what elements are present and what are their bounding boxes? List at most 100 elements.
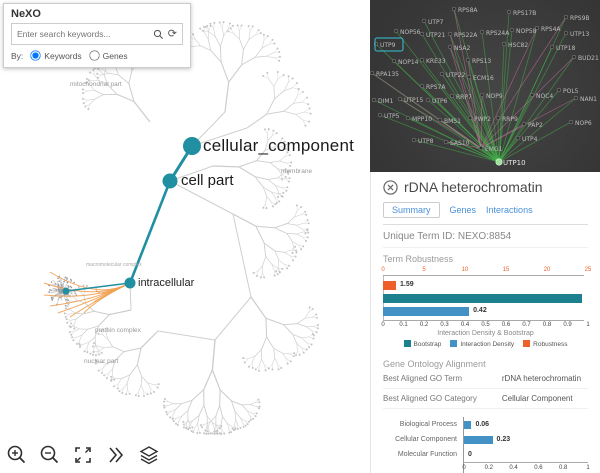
gene-node[interactable] — [515, 135, 521, 141]
gene-label[interactable]: UTP9 — [380, 42, 396, 49]
gene-label[interactable]: UTP13 — [570, 31, 589, 38]
gene-node[interactable] — [563, 30, 569, 36]
gene-label[interactable]: RPA135 — [376, 71, 399, 78]
gene-label[interactable]: RPS9B — [570, 15, 590, 22]
gene-label[interactable]: UTP5 — [384, 113, 400, 120]
genes-radio-option[interactable]: Genes — [88, 49, 128, 62]
gene-node[interactable] — [419, 57, 425, 63]
gene-label[interactable]: RPS17B — [513, 10, 536, 17]
gene-node[interactable] — [465, 57, 471, 63]
gene-label[interactable]: RPS13 — [472, 58, 491, 65]
gene-node[interactable] — [443, 139, 449, 145]
tree-node[interactable] — [162, 173, 178, 189]
tab-interactions[interactable]: Interactions — [486, 205, 533, 215]
keywords-radio[interactable] — [30, 50, 41, 61]
gene-label[interactable]: UTP10 — [503, 159, 526, 167]
gene-label[interactable]: NOP6 — [575, 120, 592, 127]
tree-label-cell-part[interactable]: cell part — [181, 172, 234, 189]
reset-search-button[interactable]: ⟳ — [166, 28, 179, 40]
close-detail-button[interactable] — [383, 179, 398, 195]
gene-node[interactable] — [479, 29, 485, 35]
tree-node[interactable] — [62, 287, 70, 295]
gene-node[interactable] — [573, 95, 579, 101]
tree-node[interactable] — [124, 277, 136, 289]
gene-node[interactable] — [556, 87, 562, 93]
gene-node[interactable] — [467, 115, 473, 121]
gene-node[interactable] — [393, 28, 399, 34]
gene-node[interactable] — [391, 58, 397, 64]
gene-node[interactable] — [506, 9, 512, 15]
gene-node[interactable] — [563, 14, 569, 20]
gene-node[interactable] — [439, 71, 445, 77]
gene-node[interactable] — [421, 18, 427, 24]
gene-label[interactable]: UTP15 — [404, 97, 423, 104]
gene-node[interactable] — [495, 158, 503, 166]
gene-label[interactable]: RPS8A — [458, 7, 478, 14]
gene-node[interactable] — [534, 25, 540, 31]
gene-label[interactable]: EMG1 — [485, 146, 503, 153]
gene-label[interactable]: SAS10 — [450, 140, 470, 147]
gene-label[interactable]: UTP8 — [418, 138, 434, 145]
tree-label-intracellular[interactable]: intracellular — [138, 277, 195, 289]
zoom-in-button[interactable] — [4, 442, 30, 468]
gene-label[interactable]: KRE33 — [426, 58, 446, 65]
gene-node[interactable] — [425, 97, 431, 103]
gene-label[interactable]: POL5 — [563, 88, 579, 95]
gene-label[interactable]: RPS7A — [426, 84, 446, 91]
collapse-button[interactable] — [103, 442, 129, 468]
search-input[interactable] — [15, 28, 151, 40]
gene-node[interactable] — [479, 92, 485, 98]
gene-node[interactable] — [370, 70, 375, 76]
gene-label[interactable]: RPS4A — [541, 26, 561, 33]
gene-node[interactable] — [449, 93, 455, 99]
gene-node[interactable] — [571, 54, 577, 60]
gene-label[interactable]: UTP18 — [556, 45, 575, 52]
gene-label[interactable]: BUD21 — [578, 55, 599, 62]
gene-node[interactable] — [495, 115, 501, 121]
gene-label[interactable]: HSC82 — [508, 42, 528, 49]
gene-node[interactable] — [447, 31, 453, 37]
gene-label[interactable]: NAN1 — [580, 96, 597, 103]
gene-node[interactable] — [529, 92, 535, 98]
gene-node[interactable] — [371, 97, 377, 103]
fit-to-screen-button[interactable] — [70, 442, 96, 468]
gene-label[interactable]: NOC4 — [536, 93, 553, 100]
tree-node[interactable] — [183, 137, 201, 155]
tree-label-protein-complex[interactable]: protein complex — [95, 327, 141, 334]
gene-label[interactable]: UTP6 — [432, 98, 448, 105]
gene-label[interactable]: UTP7 — [428, 19, 444, 26]
gene-node[interactable] — [509, 27, 515, 33]
gene-node[interactable] — [419, 83, 425, 89]
tree-label-mitochondrial-part[interactable]: mitochondrial part — [70, 81, 122, 88]
gene-label[interactable]: NOP56 — [400, 29, 421, 36]
tree-label-cellular-component[interactable]: cellular_component — [203, 136, 355, 155]
gene-label[interactable]: UTP22 — [446, 72, 465, 79]
tab-genes[interactable]: Genes — [449, 205, 477, 215]
gene-node[interactable] — [521, 121, 527, 127]
gene-label[interactable]: RPS24A — [486, 30, 510, 37]
gene-node[interactable] — [447, 44, 453, 50]
gene-node[interactable] — [501, 41, 507, 47]
gene-node[interactable] — [397, 96, 403, 102]
gene-node[interactable] — [419, 31, 425, 37]
gene-label[interactable]: PWP2 — [474, 116, 491, 123]
gene-node[interactable] — [437, 117, 443, 123]
gene-node[interactable] — [451, 6, 457, 12]
gene-node[interactable] — [478, 145, 484, 151]
gene-label[interactable]: RPS22A — [454, 32, 478, 39]
gene-label[interactable]: MPP10 — [412, 116, 432, 123]
gene-label[interactable]: RRP9 — [502, 116, 518, 123]
tab-summary[interactable]: Summary — [383, 202, 440, 218]
gene-label[interactable]: PAP2 — [528, 122, 543, 129]
gene-label[interactable]: DIM1 — [378, 98, 394, 105]
gene-label[interactable]: UTP4 — [522, 136, 538, 143]
zoom-out-button[interactable] — [37, 442, 63, 468]
search-button[interactable] — [151, 29, 166, 40]
gene-node[interactable] — [466, 74, 472, 80]
gene-label[interactable]: NSA2 — [454, 45, 471, 52]
gene-label[interactable]: RRP7 — [456, 94, 472, 101]
gene-node[interactable] — [411, 137, 417, 143]
keywords-radio-option[interactable]: Keywords — [29, 49, 82, 62]
gene-label[interactable]: UTP21 — [426, 32, 445, 39]
gene-label[interactable]: ECM16 — [473, 75, 494, 82]
